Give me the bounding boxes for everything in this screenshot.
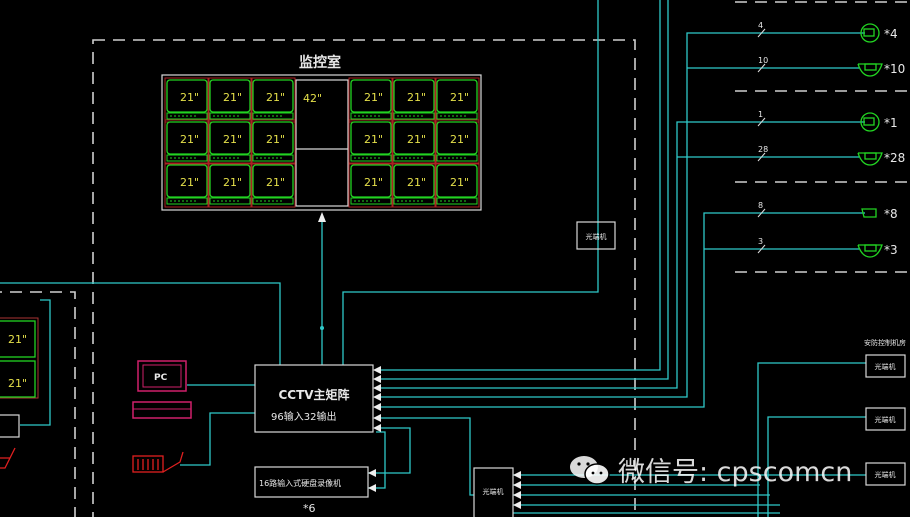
svg-text:光端机: 光端机 [586,232,607,241]
left-room-boundary [0,291,76,517]
svg-text:21": 21" [407,91,426,104]
wechat-icon [570,455,610,485]
svg-text:21": 21" [223,91,242,104]
pc-label: PC [154,373,168,383]
wall-monitor: 21" [348,119,394,165]
matrix-title: CCTV主矩阵 [278,387,349,402]
remote-transceiver-3[interactable]: 光端机 [865,462,906,486]
wall-monitor: 21" [164,119,210,165]
wall-monitor: 21" [348,162,394,208]
video-wall: 42" 21" 21" 21" 21" 21" 21" 21" 21" 21" 21" 21" 21"… [161,74,482,211]
left-room-monitors: 21" 21" [0,317,39,438]
svg-text:光端机: 光端机 [875,470,896,479]
wall-monitor: 21" [164,77,210,123]
camera-ceiling[interactable]: 28 *28 [757,145,905,166]
cable-count: 28 [758,145,768,154]
svg-text:光端机: 光端机 [483,487,504,496]
optical-transceiver-main[interactable]: 光端机 [473,467,514,517]
svg-text:光端机: 光端机 [875,415,896,424]
wall-monitor: 21" [207,77,253,123]
camera-ceiling[interactable]: 3 *3 [757,237,898,258]
svg-text:21": 21" [223,133,242,146]
main-monitor-size: 42" [303,92,322,105]
main-monitor [295,79,349,207]
svg-text:21": 21" [266,176,285,189]
dvr-label: 16路输入式硬盘录像机 [259,478,341,488]
camera-bullet[interactable]: 8 *8 [757,201,898,221]
matrix-spec: 96输入32输出 [271,410,336,423]
dvr-count: *6 [303,502,316,515]
wall-monitor: 21" [348,77,394,123]
camera-qty: *4 [884,27,898,41]
wall-monitor: 21" [250,119,296,165]
dvr-unit[interactable]: 16路输入式硬盘录像机 *6 [254,466,369,515]
room-title: 监控室 [299,54,341,71]
wall-monitor: 21" [250,162,296,208]
signal-arrow-up [318,212,326,330]
matrix-input-arrows [368,366,521,509]
pc-workstation[interactable]: PC [132,360,192,419]
wall-monitor: 21" [434,119,480,165]
wall-monitor: 21" [164,162,210,208]
cable-count: 1 [758,110,763,119]
svg-text:21": 21" [407,133,426,146]
wall-monitor: 21" [434,162,480,208]
svg-text:21": 21" [450,133,469,146]
svg-text:21": 21" [364,133,383,146]
cables [0,0,866,517]
camera-qty: *3 [884,243,898,257]
svg-text:21": 21" [450,176,469,189]
svg-text:21": 21" [8,377,27,390]
cable-count: 10 [758,56,768,65]
wall-monitor: 21" [391,119,437,165]
remote-transceiver-2[interactable]: 光端机 [865,407,906,431]
cable-count: 4 [758,21,763,30]
svg-text:21": 21" [266,133,285,146]
floor-separators [735,1,910,273]
camera-dome[interactable]: 1 *1 [757,110,898,132]
camera-qty: *10 [884,62,905,76]
cable-count: 3 [758,237,763,246]
cable-count: 8 [758,201,763,210]
svg-text:21": 21" [8,333,27,346]
wall-monitor: 21" [250,77,296,123]
svg-text:光端机: 光端机 [875,362,896,371]
remote-transceiver-1[interactable]: 光端机 [865,354,906,378]
svg-text:21": 21" [180,91,199,104]
camera-qty: *28 [884,151,905,165]
svg-text:21": 21" [180,133,199,146]
svg-text:21": 21" [450,91,469,104]
wall-monitor: 21" [434,77,480,123]
optical-transceiver[interactable]: 光端机 [576,221,616,250]
control-room-boundary [92,39,636,517]
camera-ceiling[interactable]: 10 *10 [757,56,905,77]
wall-monitor: 21" [391,77,437,123]
camera-dome[interactable]: 4 *4 [757,21,898,43]
camera-qty: *1 [884,116,898,130]
svg-text:21": 21" [266,91,285,104]
left-keyboard-controller-icon [0,447,16,469]
cctv-matrix[interactable]: CCTV主矩阵 96输入32输出 [254,364,374,433]
keyboard-controller-icon [132,451,184,473]
svg-text:21": 21" [364,176,383,189]
camera-list: 4 *4 10 *10 1 *1 28 *28 8 *8 3 *3 [757,21,905,258]
wall-monitor: 21" [207,162,253,208]
camera-qty: *8 [884,207,898,221]
svg-text:21": 21" [407,176,426,189]
watermark-text: 微信号: cpscomcn [618,457,853,488]
svg-text:21": 21" [223,176,242,189]
wall-monitor: 21" [207,119,253,165]
svg-text:21": 21" [364,91,383,104]
wechat-watermark: 微信号: cpscomcn [568,450,852,489]
svg-text:21": 21" [180,176,199,189]
remote-room-label: 安防控制机房 [864,338,906,347]
wall-monitor: 21" [391,162,437,208]
